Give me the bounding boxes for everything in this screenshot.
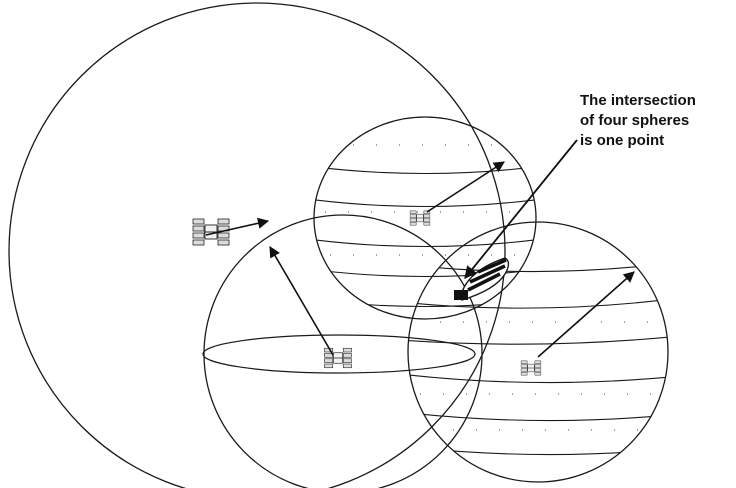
radius-arrow-middle <box>270 247 333 355</box>
satellite-3 <box>325 348 352 368</box>
intersection-point <box>454 258 509 300</box>
intersection-label: The intersection of four spheres is one … <box>580 91 730 151</box>
callout-arrow <box>465 140 577 278</box>
sphere-middle <box>203 215 482 488</box>
satellite-2 <box>410 211 430 225</box>
sphere-right <box>400 222 680 482</box>
satellite-1 <box>193 219 229 245</box>
label-line-3: is one point <box>580 131 730 151</box>
label-line-2: of four spheres <box>580 111 730 131</box>
satellite-4 <box>521 361 541 375</box>
radius-arrow-right <box>538 272 634 357</box>
label-line-1: The intersection <box>580 91 730 111</box>
